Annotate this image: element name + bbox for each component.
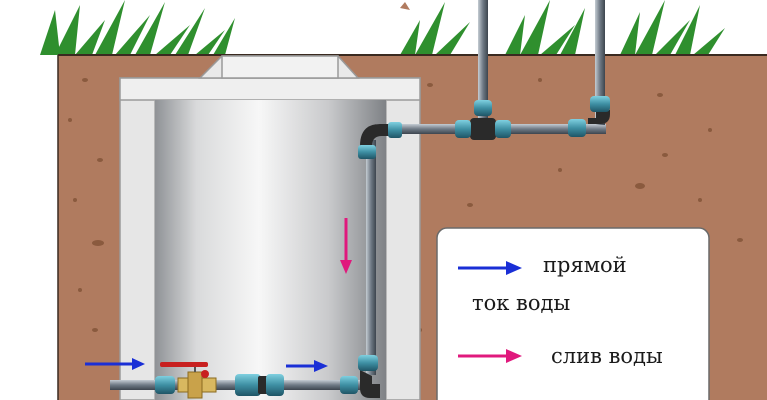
direct-flow-arrow-icon <box>458 261 522 275</box>
soil-dots <box>68 78 743 332</box>
direct-flow-arrow-icon <box>286 360 328 372</box>
ball-valve-icon <box>160 362 217 399</box>
leaf <box>400 2 410 10</box>
drain-arrow-icon <box>458 349 522 363</box>
pipe-right-riser <box>595 0 605 125</box>
legend-direct-flow-line2: ток воды <box>472 291 571 315</box>
direct-flow-arrow-icon <box>85 358 145 370</box>
elbow-fitting-icon <box>358 122 402 159</box>
pipe-tee-branch <box>478 0 488 124</box>
coupling-fitting-icon <box>235 374 284 396</box>
storage-tank <box>155 100 386 400</box>
pipe-riser-inner <box>366 140 376 375</box>
grass <box>40 0 725 55</box>
legend-drain: слив воды <box>551 344 663 368</box>
fittings <box>155 96 610 398</box>
elbow-fitting-icon <box>568 96 610 137</box>
elbow-fitting-icon <box>340 355 380 398</box>
coupling-fitting-icon <box>155 376 175 394</box>
drain-arrow-icon <box>340 218 352 274</box>
tee-fitting-icon <box>455 100 511 140</box>
legend-direct-flow-line1: прямой <box>543 253 627 277</box>
